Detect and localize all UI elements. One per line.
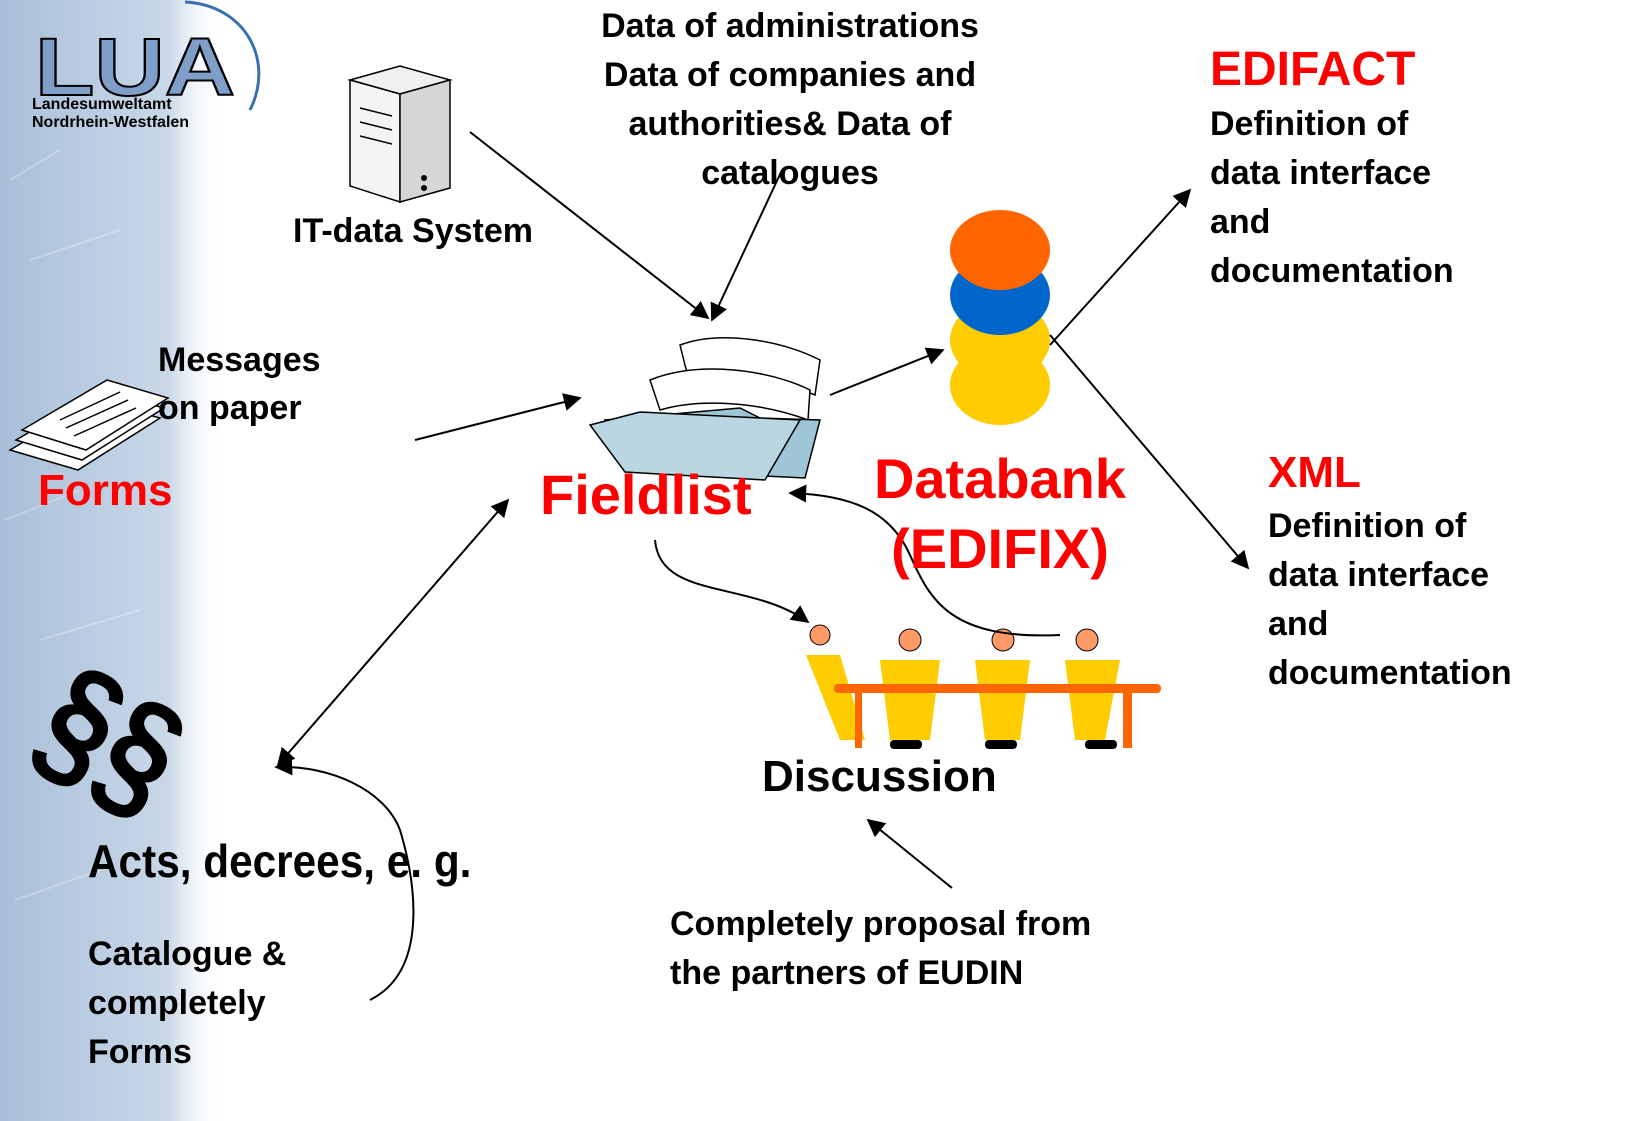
- arrow-data-to-fieldlist: [710, 169, 783, 322]
- folder-icon: [588, 337, 821, 481]
- logo-letters: LUA: [35, 22, 235, 113]
- sidebar-band: [0, 0, 225, 1121]
- data-sources-label: Data of administrations Data of companie…: [601, 7, 979, 192]
- forms-title: Forms: [38, 466, 173, 515]
- arrow-acts-fieldlist: [276, 498, 510, 767]
- arrow-fieldlist-to-databank: [829, 347, 945, 396]
- proposal-label: Completely proposal from the partners of…: [670, 905, 1092, 992]
- arrow-catalogue-to-acts: [274, 757, 415, 1001]
- acts-label: Acts, decrees, e. g.: [88, 835, 472, 887]
- xml-title: XML: [1268, 448, 1361, 497]
- arrow-fieldlist-to-discussion: [654, 539, 810, 624]
- discussion-label: Discussion: [762, 752, 997, 801]
- database-stack-icon: [950, 210, 1050, 425]
- meeting-table-icon: [806, 624, 1161, 749]
- arrow-it-to-fieldlist: [469, 131, 710, 320]
- logo-line-1: Landesumweltamt: [32, 96, 172, 113]
- edifact-title: EDIFACT: [1210, 43, 1416, 96]
- catalogue-label: Catalogue & completely Forms: [88, 935, 287, 1071]
- arrow-databank-to-edifact: [1049, 188, 1192, 346]
- arrow-proposal-to-discussion: [866, 818, 953, 889]
- connector-arrows: [274, 131, 1250, 1001]
- fieldlist-title: Fieldlist: [540, 463, 752, 526]
- logo-line-2: Nordrhein-Westfalen: [32, 114, 190, 131]
- paper-stack-icon: [8, 379, 170, 471]
- server-icon: [347, 65, 453, 204]
- arrow-databank-to-xml: [1049, 334, 1250, 570]
- arrow-discussion-to-fieldlist: [788, 484, 1061, 637]
- messages-label: Messages on paper: [158, 341, 321, 427]
- databank-title: Databank: [873, 447, 1127, 510]
- sidebar-texture: [4, 149, 141, 901]
- it-system-label: IT-data System: [293, 212, 533, 250]
- arrow-paper-to-fieldlist: [414, 393, 582, 441]
- xml-description: Definition of data interface and documen…: [1268, 507, 1512, 692]
- lua-logo: LUA: [34, 0, 261, 114]
- edifact-description: Definition of data interface and documen…: [1210, 105, 1454, 290]
- databank-subtitle: (EDIFIX): [891, 517, 1109, 580]
